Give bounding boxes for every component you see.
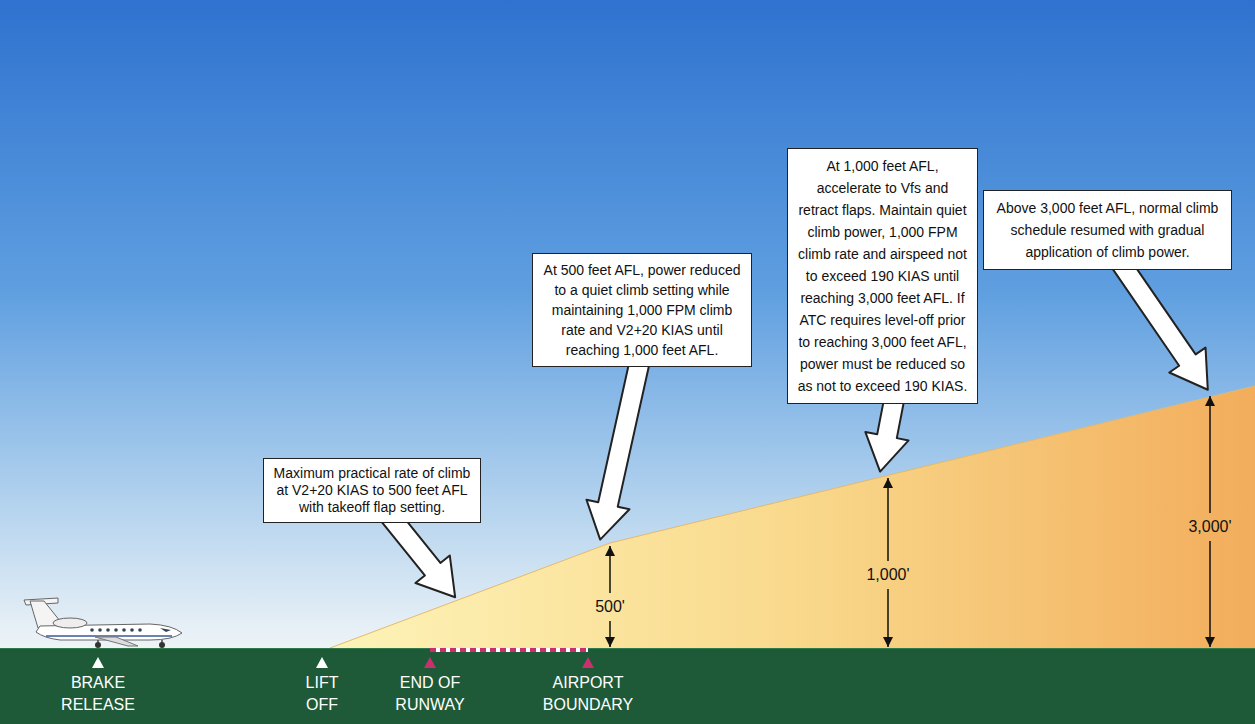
height-dimension: 1,000' (858, 565, 918, 585)
runway-underlay (430, 648, 588, 652)
callout-text: At 500 feet AFL, power reduced to a quie… (541, 260, 743, 360)
dimension-line (610, 396, 1210, 647)
ground-edge (0, 648, 1255, 649)
runway-overrun (430, 648, 588, 652)
height-dimension: 3,000' (1180, 517, 1240, 537)
position-label: END OF RUNWAY (390, 672, 470, 716)
position-marker (92, 657, 104, 668)
sky (0, 0, 1255, 648)
callout-text: At 1,000 feet AFL, accelerate to Vfs and… (796, 155, 969, 397)
callout-box: At 500 feet AFL, power reduced to a quie… (532, 253, 752, 367)
position-label: BRAKE RELEASE (53, 672, 143, 716)
callout-text: Maximum practical rate of climb at V2+20… (272, 465, 472, 516)
callout-text: Above 3,000 feet AFL, normal climb sched… (992, 197, 1223, 263)
position-label: AIRPORT BOUNDARY (538, 672, 638, 716)
callout-box: At 1,000 feet AFL, accelerate to Vfs and… (787, 148, 978, 404)
callout-box: Above 3,000 feet AFL, normal climb sched… (983, 190, 1232, 270)
position-label: LIFT OFF (297, 672, 347, 716)
position-marker (582, 657, 594, 668)
position-marker (424, 657, 436, 668)
height-dimension: 500' (580, 597, 640, 617)
ground (0, 648, 1255, 724)
business-jet (24, 598, 182, 648)
callout-box: Maximum practical rate of climb at V2+20… (263, 458, 481, 523)
position-marker (316, 657, 328, 668)
